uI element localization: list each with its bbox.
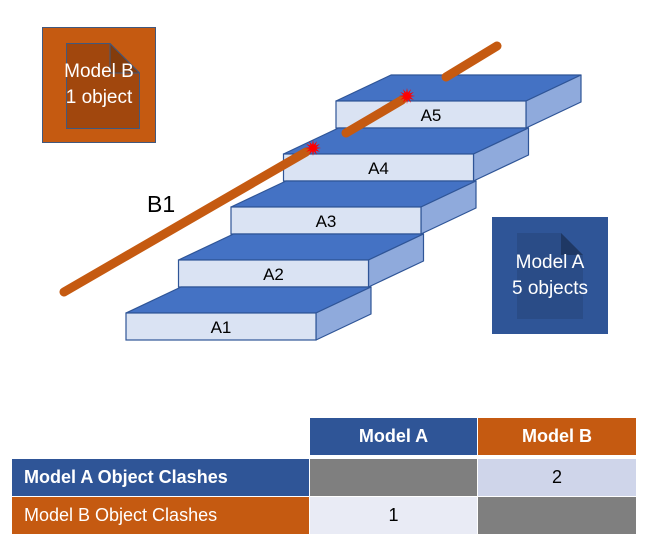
matrix-cell-b-vs-a: 1 — [310, 497, 477, 534]
matrix-header-model-a: Model A — [310, 418, 477, 455]
slab-a5: A5 — [335, 74, 582, 129]
model-a-box-text: Model A 5 objects — [512, 250, 588, 302]
rod-b1-upper-segments — [59, 41, 502, 297]
slab-a2: A2 — [177, 233, 425, 288]
model-a-name: Model A — [515, 251, 585, 273]
slab-a4: A4 — [282, 127, 530, 182]
slab-label: A2 — [263, 265, 284, 284]
slab-a3: A3 — [230, 180, 477, 235]
slab-label: A3 — [316, 212, 337, 231]
slab-label: A1 — [211, 318, 232, 337]
model-b-box-text: Model B 1 object — [64, 59, 134, 111]
model-b-count: 1 object — [65, 87, 133, 108]
matrix-cell-b-vs-b — [478, 497, 636, 534]
model-b-name: Model B — [64, 61, 134, 82]
slab-front-face — [177, 259, 370, 288]
matrix-row-label-model-a: Model A Object Clashes — [12, 459, 309, 496]
model-a-box: Model A 5 objects — [492, 217, 608, 334]
matrix-cell-a-vs-b: 2 — [478, 459, 636, 496]
matrix-row-label-model-b: Model B Object Clashes — [12, 497, 309, 534]
model-a-count: 5 objects — [511, 277, 589, 299]
rod-segment-upper — [441, 41, 502, 82]
matrix-header-model-b: Model B — [478, 418, 636, 455]
document-icon — [517, 233, 583, 319]
clash-markers — [305, 88, 415, 156]
slab-label: A4 — [368, 159, 389, 178]
rod-label-b1: B1 — [147, 191, 175, 217]
rod-segment-middle — [341, 95, 407, 138]
matrix-cell-a-vs-a — [310, 459, 477, 496]
explosion-icon — [305, 140, 321, 156]
slab-label: A5 — [421, 106, 442, 125]
rod-segment-lower — [59, 147, 311, 297]
explosion-icon — [399, 88, 415, 104]
slab-a1: A1 — [125, 286, 372, 341]
model-b-box: Model B 1 object — [42, 27, 156, 143]
document-icon — [66, 43, 140, 129]
slab-front-face — [125, 312, 317, 341]
slab-front-face — [282, 153, 475, 182]
